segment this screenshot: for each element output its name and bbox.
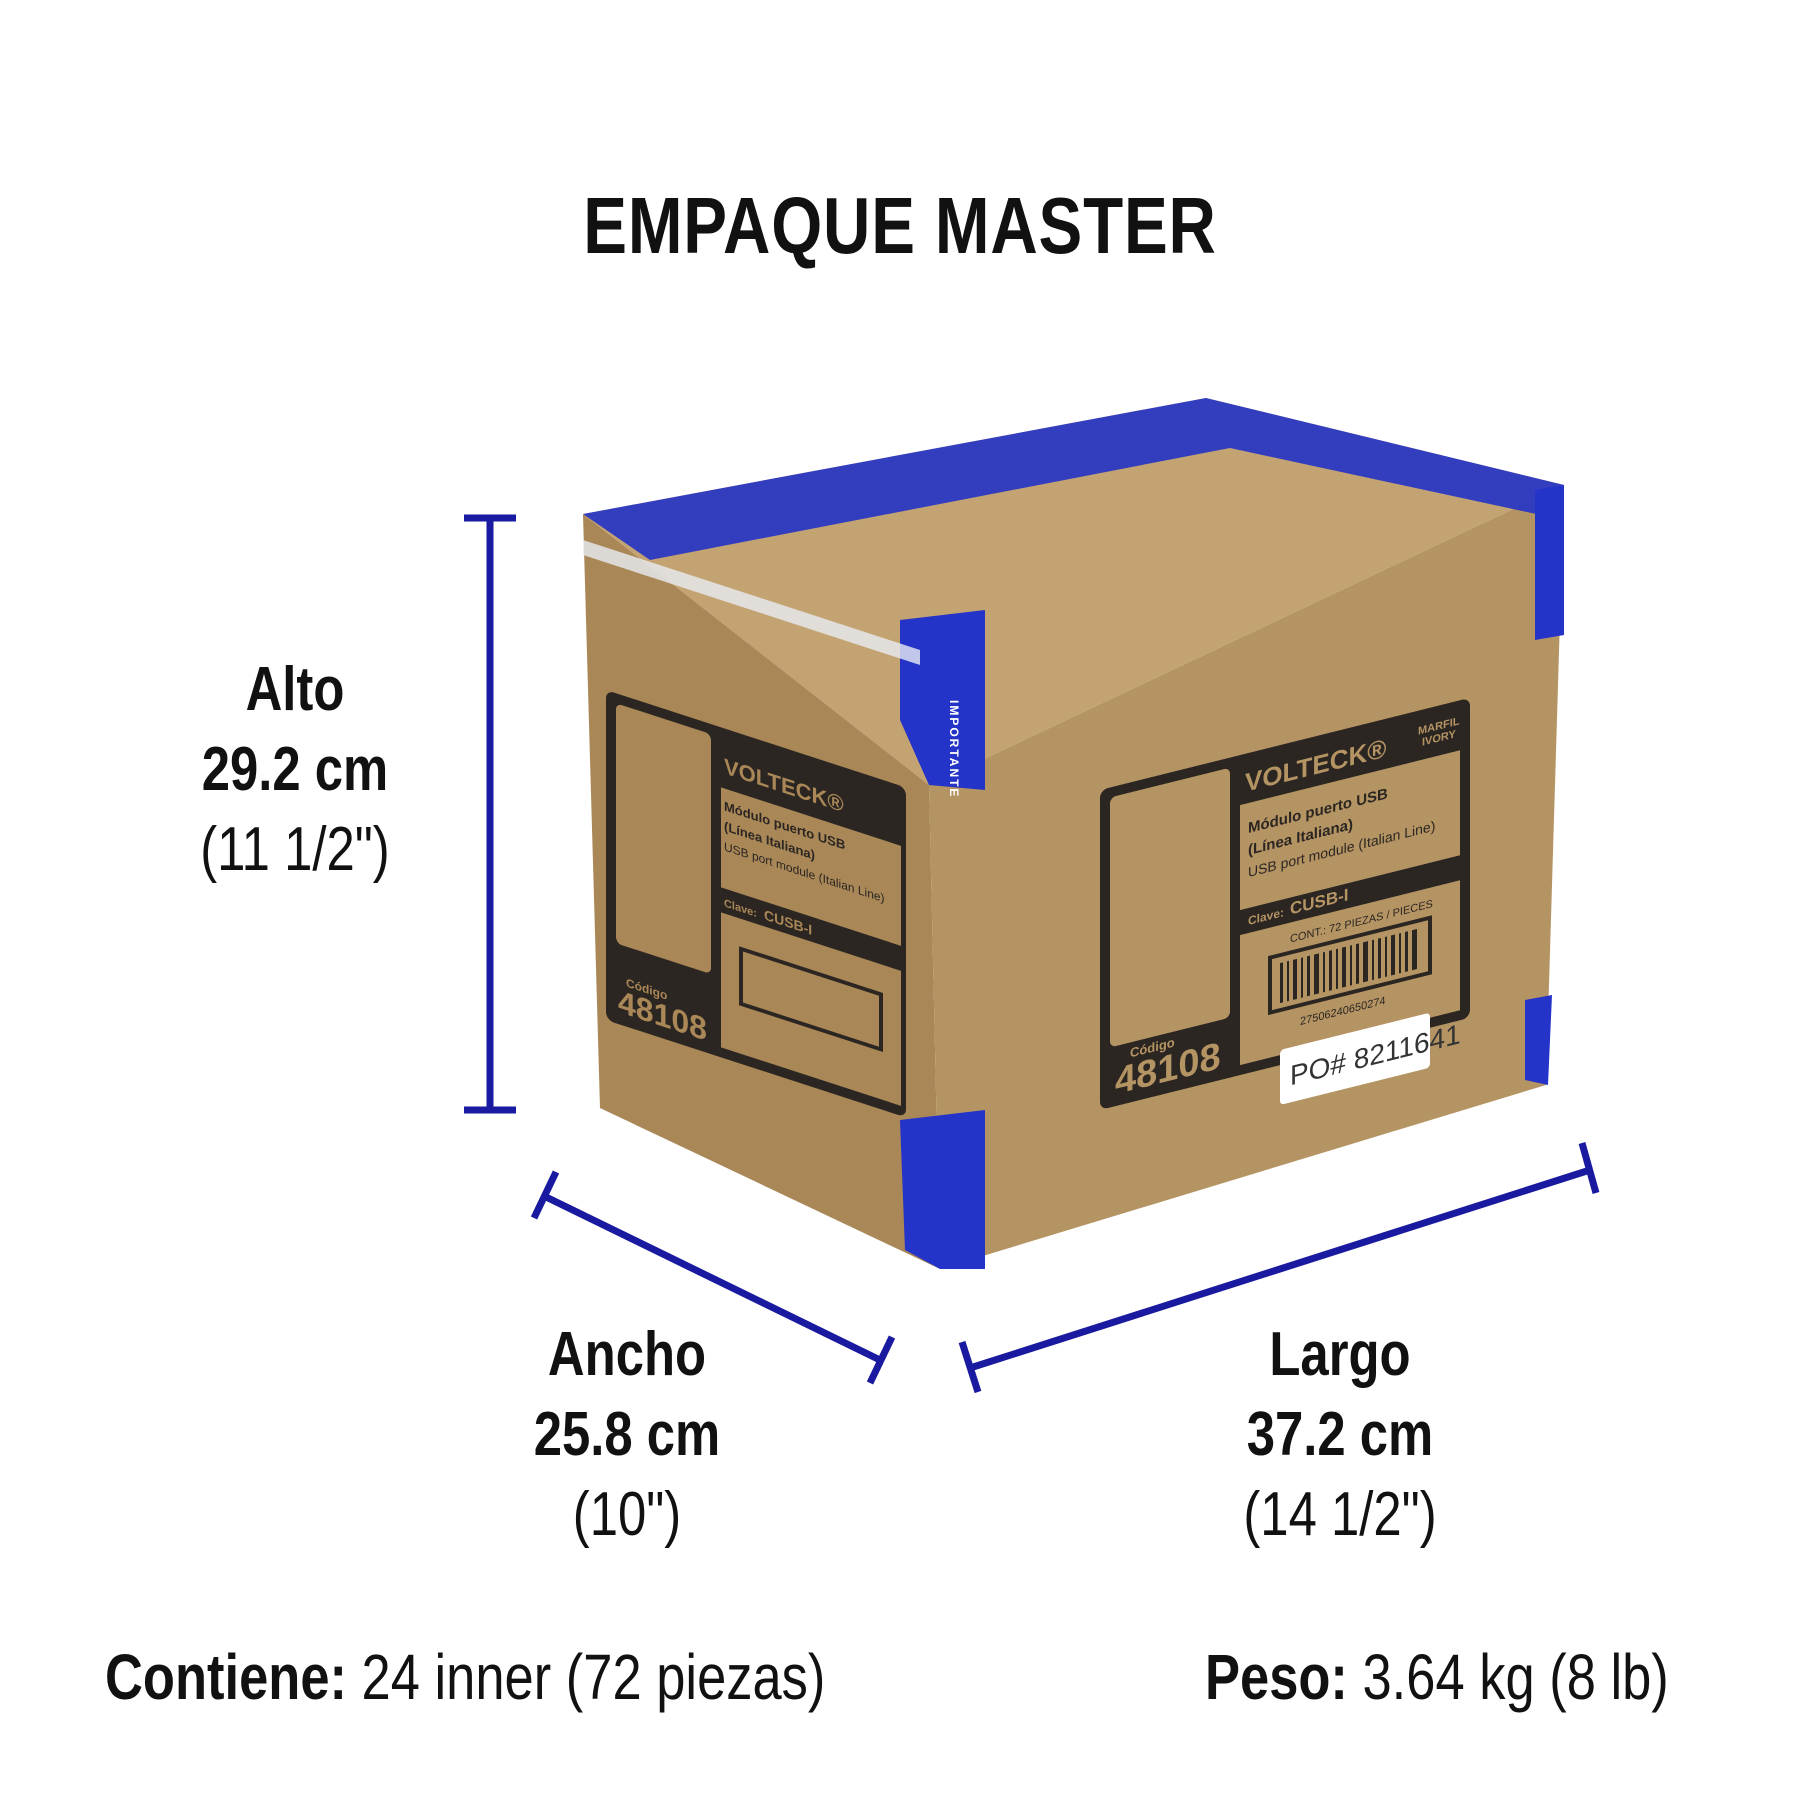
box-label-left: VOLTECK® Módulo puerto USB (Línea Italia… [606,692,906,1116]
contiene-label: Contiene: [105,1641,347,1713]
tape-text: IMPORTANTE [947,700,961,798]
ancho-in: (10") [572,1480,682,1549]
contiene-value: 24 inner (72 piezas) [361,1641,826,1713]
tape-edge-left [900,610,985,790]
left-barcode [739,946,883,1053]
largo-in: (14 1/2") [1243,1480,1437,1549]
tape-right-top [1535,485,1564,640]
box-label-right: VOLTECK® MARFIL IVORY Módulo puerto USB … [1100,699,1470,1109]
tape-white-strip [583,540,920,665]
alto-dimension-line [464,514,516,1114]
largo-label: Largo [1269,1320,1411,1389]
page-title: EMPAQUE MASTER [583,181,1217,270]
alto-label: Alto [245,655,345,724]
largo-dimension-line [958,1142,1600,1394]
contents-info: Contiene: 24 inner (72 piezas) [105,1640,825,1714]
tape-edge-bottom [900,1110,985,1269]
ancho-dimension: Ancho 25.8 cm (10") [463,1315,791,1555]
barcode-bars [1280,928,1417,1004]
peso-label: Peso: [1205,1641,1348,1713]
alto-cm: 29.2 cm [201,735,389,804]
dimension-lines [464,514,1600,1394]
largo-dimension: Largo 37.2 cm (14 1/2") [1176,1315,1504,1555]
largo-cm: 37.2 cm [1246,1400,1434,1469]
alto-dimension: Alto 29.2 cm (11 1/2") [131,650,459,890]
weight-info: Peso: 3.64 kg (8 lb) [1205,1640,1669,1714]
alto-in: (11 1/2") [200,815,390,884]
tape-top [583,398,1564,560]
peso-value: 3.64 kg (8 lb) [1362,1641,1669,1713]
ancho-label: Ancho [547,1320,707,1389]
tape-right-bottom [1525,995,1552,1085]
ancho-dimension-line [530,1170,896,1385]
barcode [1268,915,1432,1016]
ancho-cm: 25.8 cm [533,1400,721,1469]
